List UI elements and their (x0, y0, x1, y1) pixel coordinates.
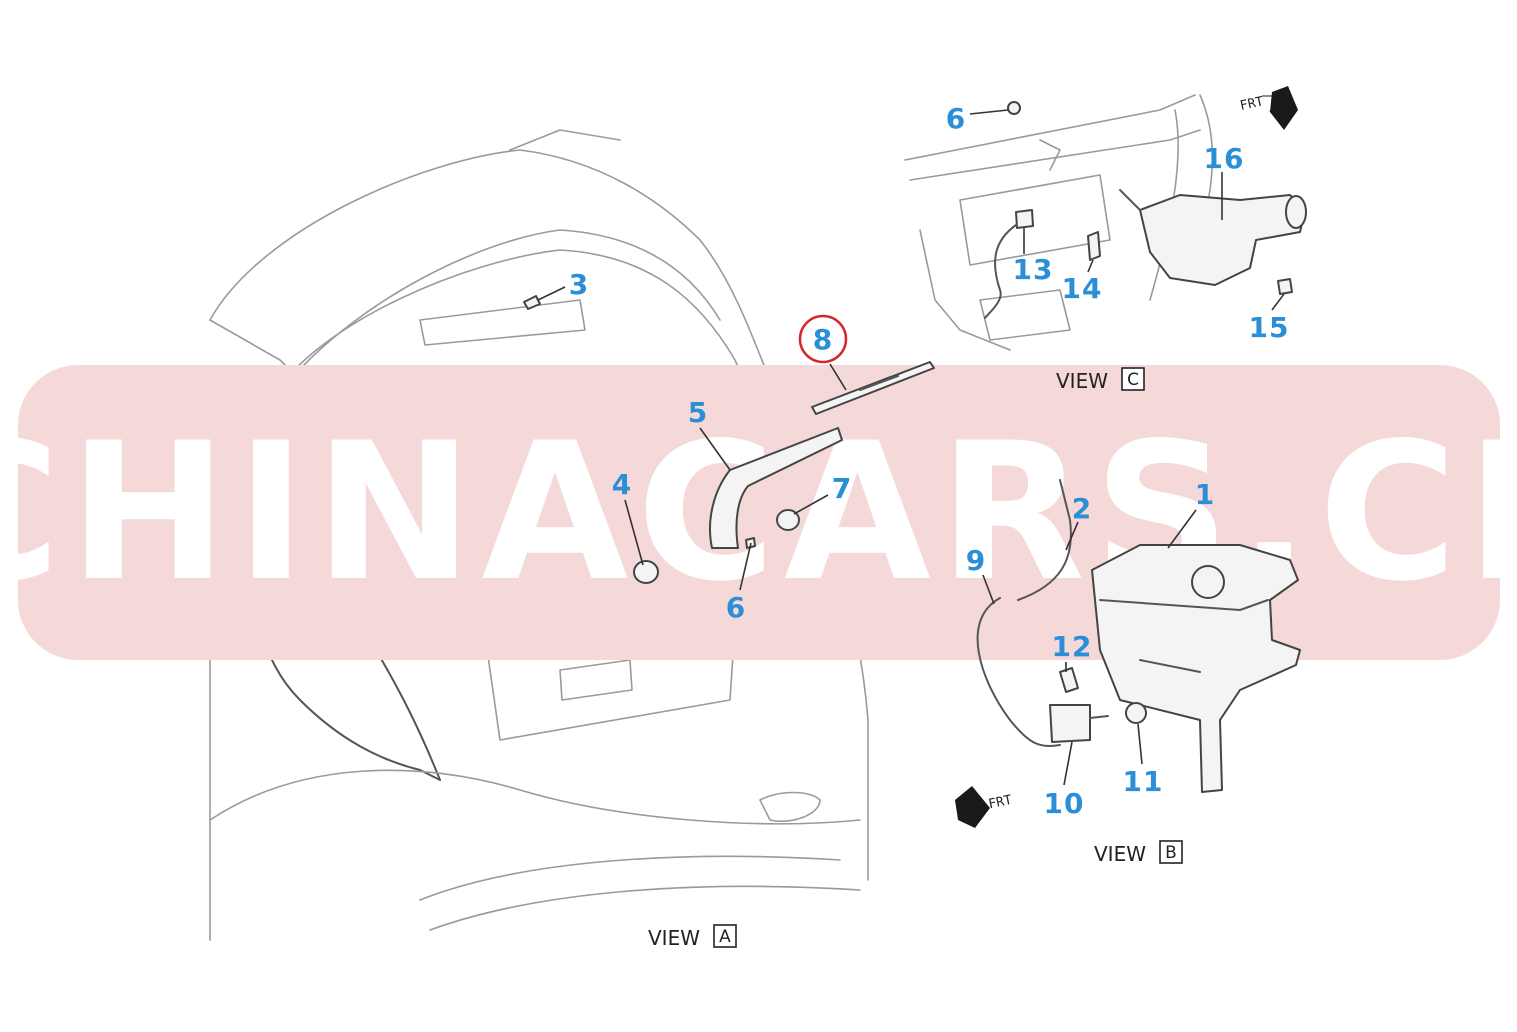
svg-text:VIEW: VIEW (1094, 842, 1146, 866)
callout-3: 3 (569, 268, 589, 301)
svg-text:FRT: FRT (1239, 94, 1265, 114)
wiper-arm-part (709, 427, 843, 549)
parts (523, 101, 1307, 793)
svg-text:B: B (1165, 843, 1177, 863)
callout-11: 11 (1123, 765, 1164, 798)
svg-text:VIEW: VIEW (1056, 369, 1108, 393)
callout-14: 14 (1062, 272, 1103, 305)
connector-part (1015, 209, 1034, 229)
callouts: 1 2 3 4 5 6 6 7 8 9 10 11 12 13 14 15 16 (569, 102, 1290, 820)
svg-text:FRT: FRT (987, 793, 1013, 813)
callout-5: 5 (688, 396, 708, 429)
callout-10: 10 (1044, 787, 1085, 820)
wiper-blade-part (811, 361, 935, 415)
grommet-part (633, 560, 659, 584)
view-b-label: VIEW B (1094, 840, 1183, 866)
svg-text:A: A (719, 927, 731, 947)
callout-12: 12 (1052, 630, 1093, 663)
view-c-label: VIEW C (1056, 367, 1145, 393)
view-a-label: VIEW A (648, 924, 737, 950)
watermark-text: CHINACARS.CL (0, 402, 1517, 623)
cap-part (776, 509, 800, 531)
hose-9-part (976, 597, 1061, 747)
callout-13: 13 (1013, 253, 1054, 286)
callout-9: 9 (966, 544, 986, 577)
callout-15: 15 (1249, 311, 1290, 344)
callout-8: 8 (813, 323, 833, 356)
wiper-motor-part (1139, 194, 1306, 286)
washer-pump-part (1049, 704, 1091, 743)
leader-lines (537, 109, 1285, 786)
clip-part (1059, 667, 1079, 693)
callout-6-center: 6 (726, 591, 746, 624)
harness-clip-part (1087, 231, 1101, 261)
bolt-part (1277, 278, 1293, 295)
callout-16: 16 (1204, 142, 1245, 175)
svg-text:VIEW: VIEW (648, 926, 700, 950)
hose-2-part (1017, 479, 1072, 601)
highlight-ring (798, 314, 848, 364)
pump-grommet-part (1125, 702, 1147, 724)
frt-arrow-bottom-icon: FRT (955, 786, 1013, 828)
callout-2: 2 (1072, 492, 1092, 525)
callout-1: 1 (1195, 478, 1215, 511)
watermark: CHINACARS.CL (0, 365, 1517, 660)
callout-7: 7 (832, 472, 852, 505)
callout-4: 4 (612, 468, 632, 501)
frt-arrow-top-icon: FRT (1239, 86, 1298, 130)
svg-text:C: C (1127, 370, 1139, 390)
callout-6-top: 6 (946, 102, 966, 135)
